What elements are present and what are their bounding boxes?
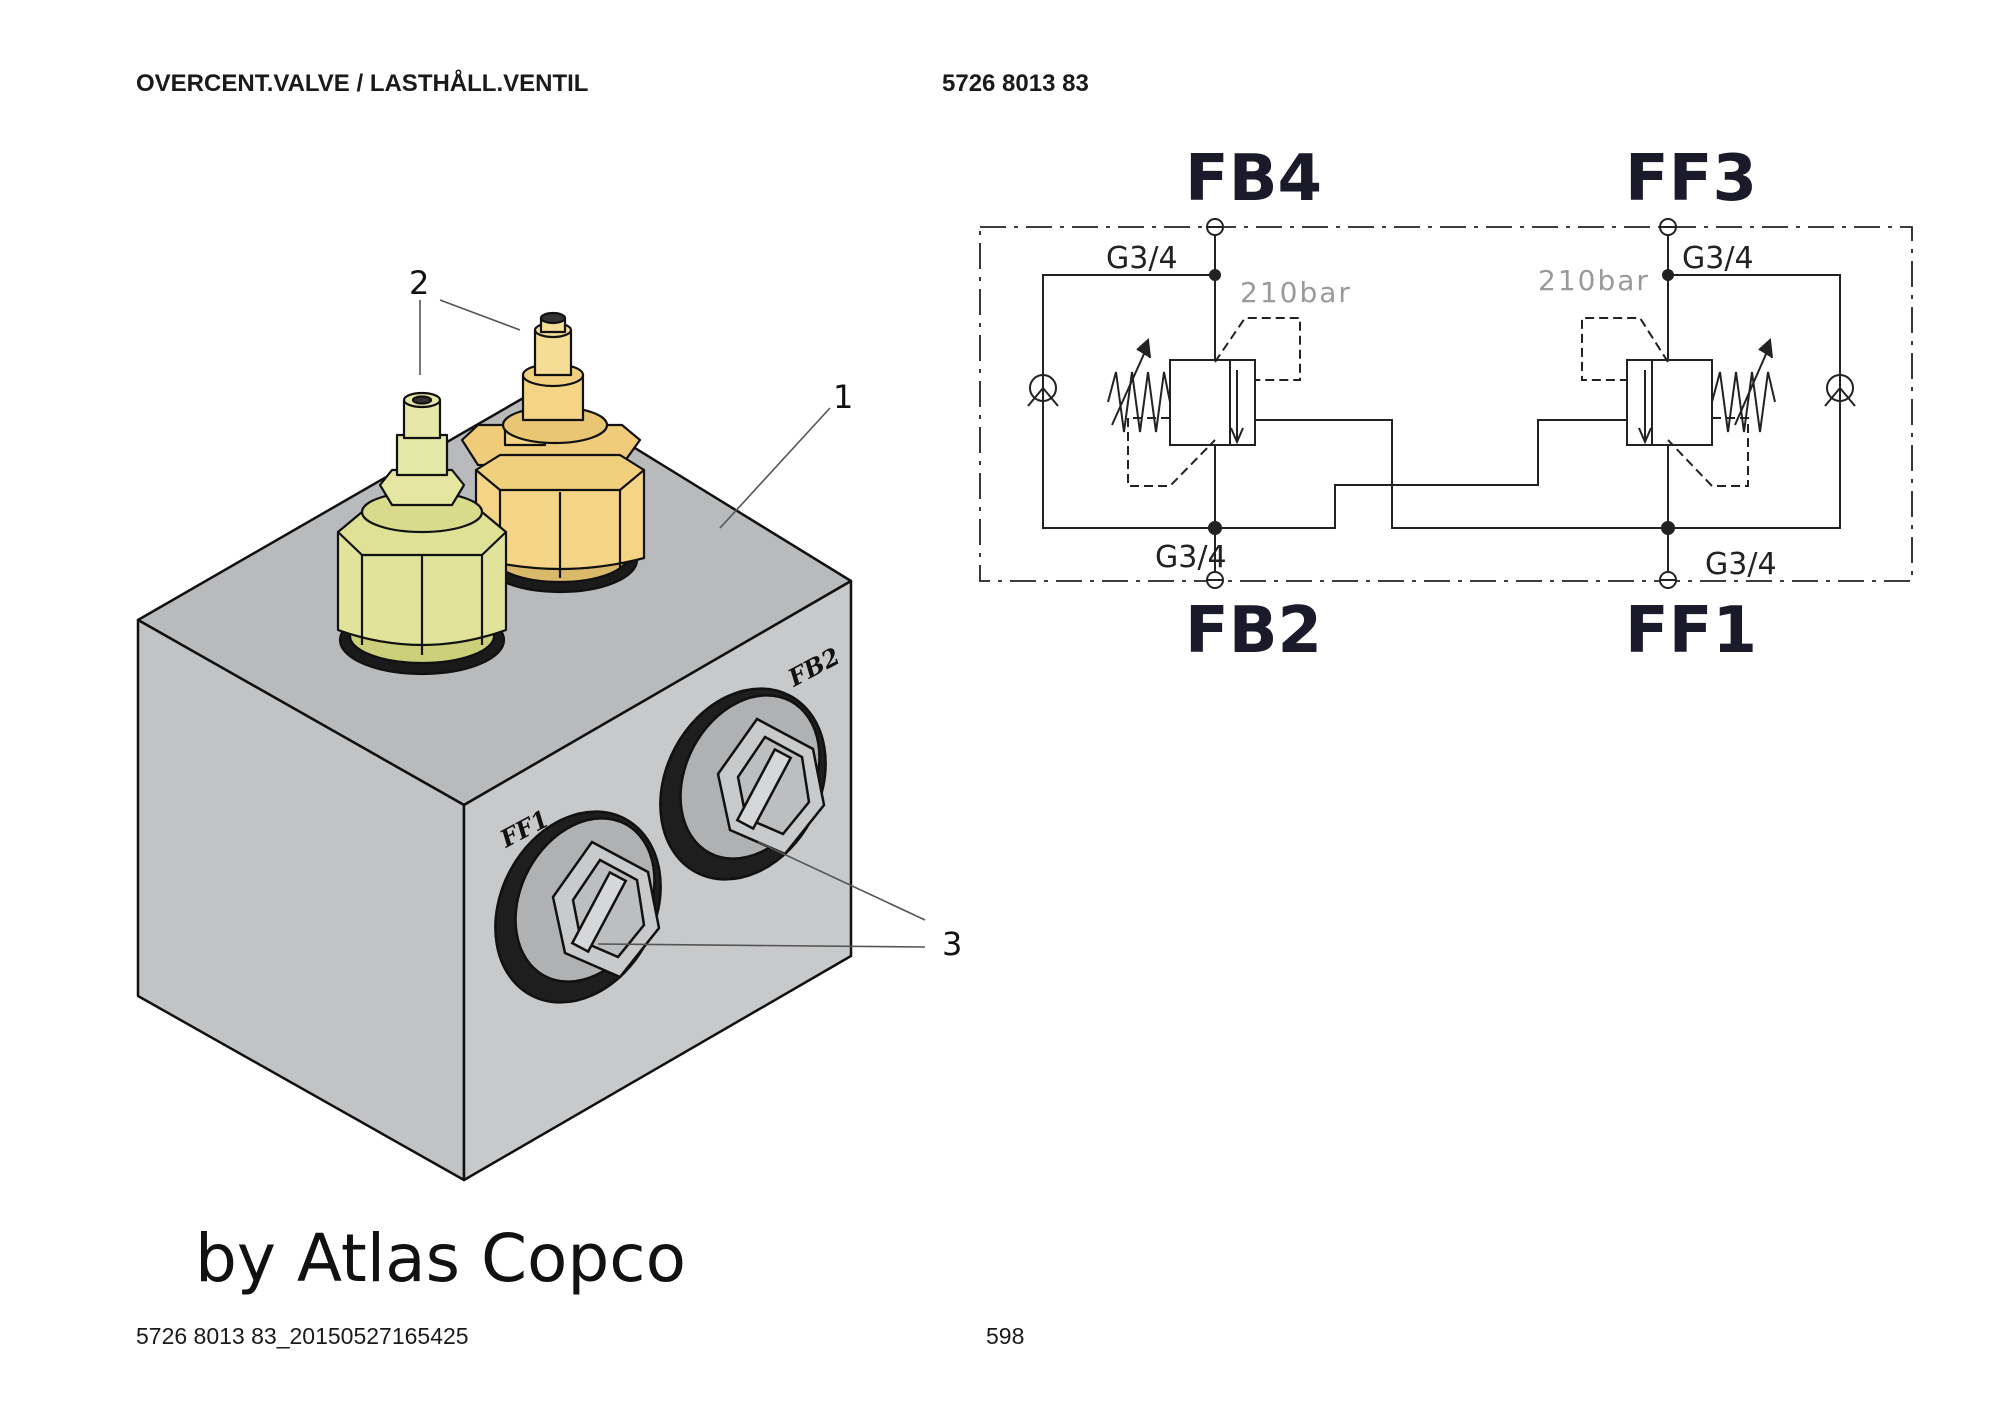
- cartridge-rear: [460, 311, 646, 594]
- plug-fb2: [659, 687, 827, 881]
- hydraulic-schematic: [979, 218, 1913, 589]
- thread-size-fb2: G3/4: [1155, 540, 1227, 575]
- callout-1: 1: [833, 378, 853, 416]
- callout-leaders: [419, 299, 926, 948]
- callout-2: 2: [409, 264, 429, 302]
- thread-size-fb4: G3/4: [1106, 241, 1178, 276]
- brand-watermark: by Atlas Copco: [195, 1220, 686, 1297]
- schematic-port-fb4: FB4: [1185, 142, 1322, 216]
- cartridge-front: [336, 391, 508, 676]
- schematic-port-ff1: FF1: [1625, 594, 1757, 668]
- part-number: 5726 8013 83: [942, 70, 1089, 97]
- pressure-setting-right: 210bar: [1538, 264, 1650, 297]
- callout-3: 3: [942, 925, 962, 963]
- manifold-boundary: [979, 226, 1913, 582]
- schematic-port-fb2: FB2: [1185, 594, 1322, 668]
- page-number: 598: [986, 1323, 1025, 1349]
- pressure-setting-left: 210bar: [1240, 276, 1352, 309]
- plug-ff1: [494, 810, 662, 1004]
- thread-size-ff1: G3/4: [1705, 547, 1777, 582]
- document-id: 5726 8013 83_20150527165425: [136, 1323, 469, 1349]
- schematic-port-ff3: FF3: [1625, 142, 1757, 216]
- thread-size-ff3: G3/4: [1682, 241, 1754, 276]
- drawing-title: OVERCENT.VALVE / LASTHÅLL.VENTIL: [136, 70, 589, 97]
